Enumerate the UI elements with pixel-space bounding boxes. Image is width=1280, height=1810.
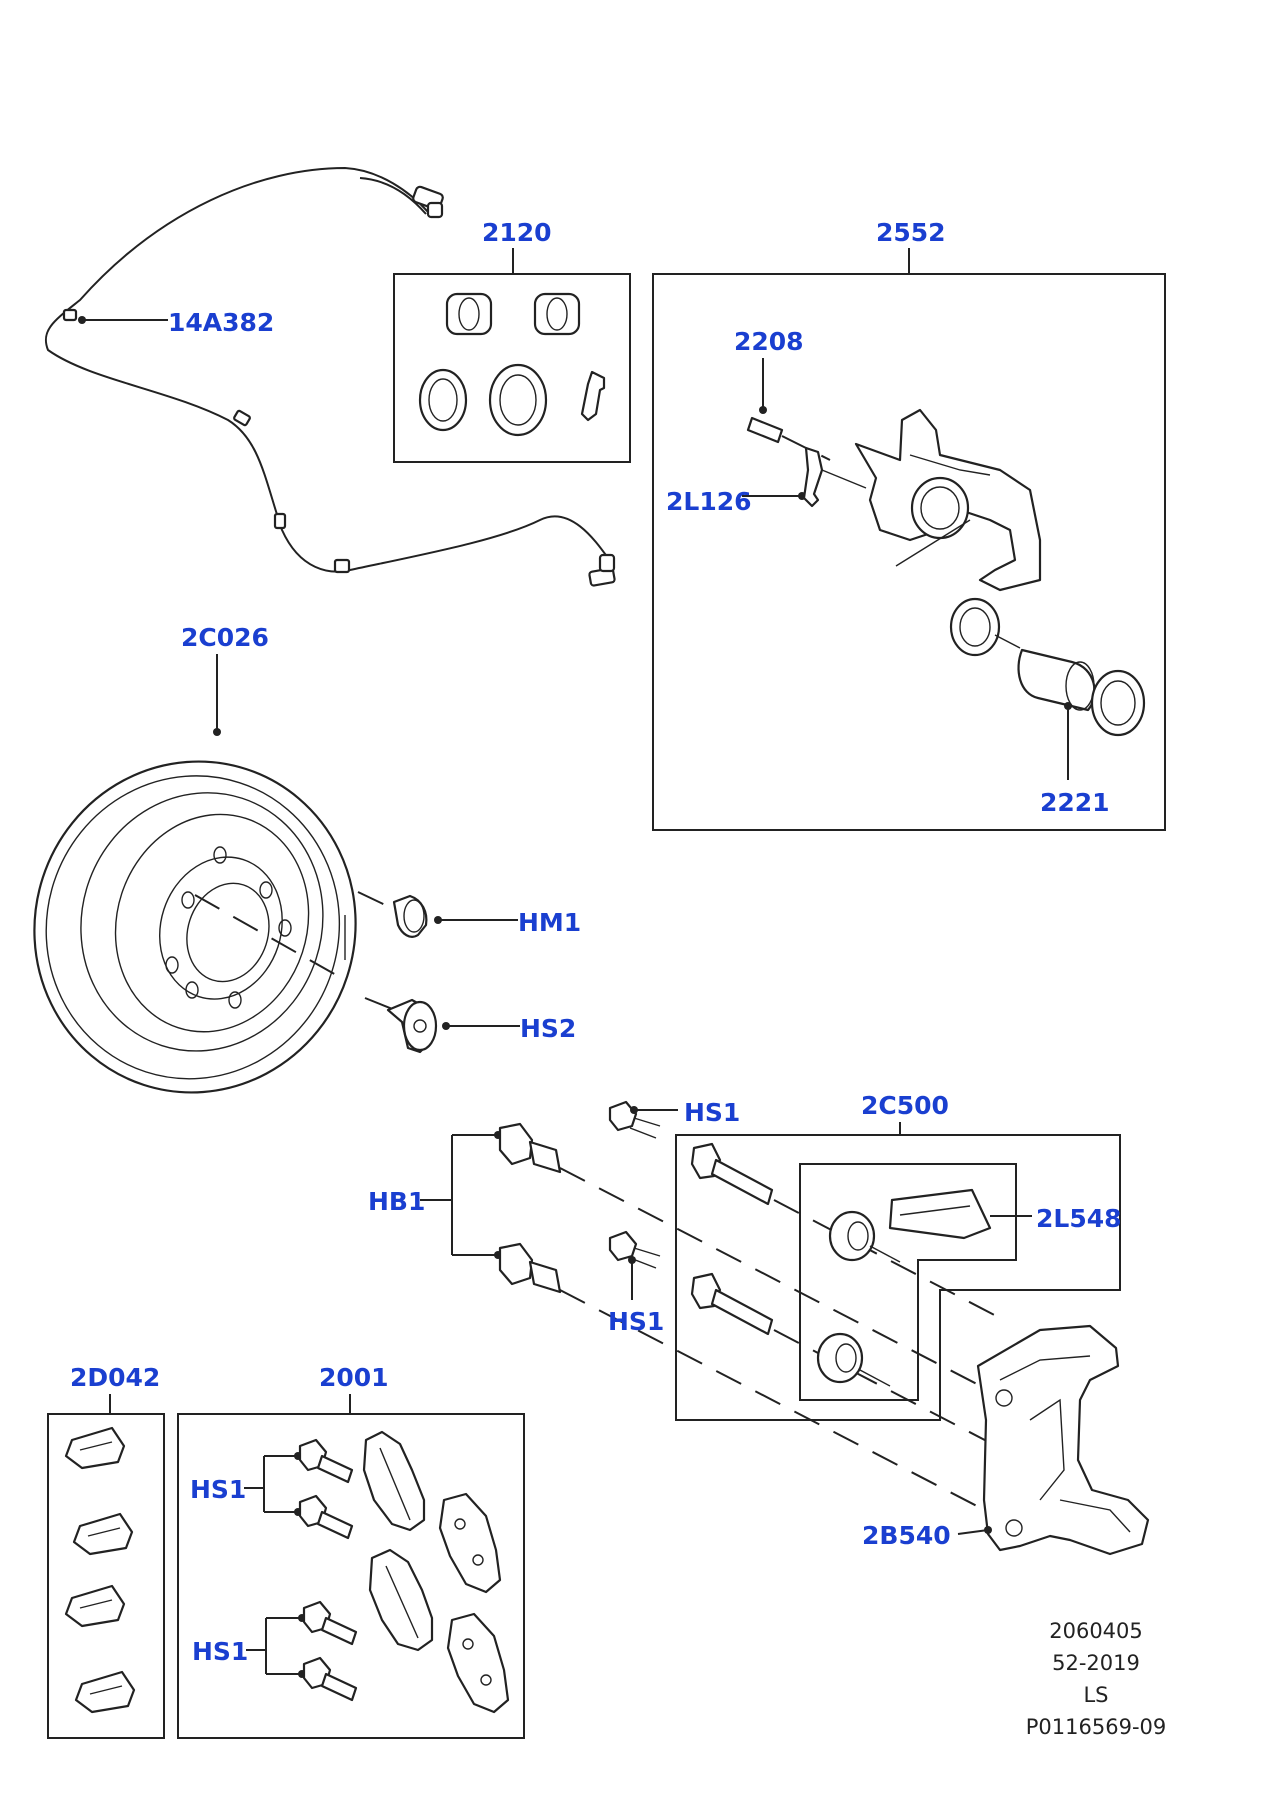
- reference-line-2: 52-2019: [1052, 1651, 1140, 1675]
- carrier-bolt-hs1-bottom: HS1: [608, 1230, 664, 1336]
- label-2C026[interactable]: 2C026: [181, 623, 269, 652]
- carrier-kit-box: [675, 1134, 1121, 1421]
- caliper-carrier-group: 2B540: [862, 1324, 1150, 1556]
- label-HS1-pads-upper[interactable]: HS1: [190, 1475, 246, 1504]
- label-HS1-top[interactable]: HS1: [684, 1098, 740, 1127]
- caliper-kit-group: 2552 2208 2L126 2221: [652, 218, 1166, 831]
- pad-kit-box: [177, 1413, 525, 1739]
- wear-sensor-part: [44, 166, 616, 587]
- label-HM1[interactable]: HM1: [518, 908, 581, 937]
- disc-fixing-group: HM1 HS2: [386, 894, 581, 1054]
- label-2221[interactable]: 2221: [1040, 788, 1110, 817]
- label-HB1[interactable]: HB1: [368, 1187, 425, 1216]
- brake-pad: [368, 1548, 434, 1652]
- label-2B540[interactable]: 2B540: [862, 1521, 951, 1550]
- pad-clips-group: 2D042: [47, 1363, 165, 1739]
- label-2D042[interactable]: 2D042: [70, 1363, 160, 1392]
- seal-kit-box: [393, 273, 631, 463]
- label-2120[interactable]: 2120: [482, 218, 552, 247]
- label-2L126[interactable]: 2L126: [666, 487, 752, 516]
- caliper-body: [854, 408, 1042, 592]
- label-2001[interactable]: 2001: [319, 1363, 389, 1392]
- brake-pad: [362, 1430, 426, 1532]
- caliper-carrier: [976, 1324, 1150, 1556]
- carrier-kit-group: 2C500 2L548: [675, 1091, 1122, 1449]
- pad-clip: [64, 1584, 126, 1628]
- carrier-bolts-group: HB1: [368, 1122, 1001, 1519]
- label-2C500[interactable]: 2C500: [861, 1091, 949, 1120]
- label-2552[interactable]: 2552: [876, 218, 946, 247]
- reference-line-4: P0116569-09: [1026, 1715, 1167, 1739]
- brake-disc-group: 2C026: [33, 623, 401, 1094]
- label-HS2[interactable]: HS2: [520, 1014, 576, 1043]
- label-HS1-bottom[interactable]: HS1: [608, 1307, 664, 1336]
- caliper-kit-box: [652, 273, 1166, 831]
- carrier-bolt-hs1-top: HS1: [608, 1098, 740, 1139]
- label-HS1-pads-lower[interactable]: HS1: [192, 1637, 248, 1666]
- label-2208[interactable]: 2208: [734, 327, 804, 356]
- reference-block: 2060405 52-2019 LS P0116569-09: [1026, 1619, 1167, 1739]
- reference-line-3: LS: [1083, 1683, 1108, 1707]
- seal-kit-group: 2120: [393, 218, 631, 463]
- label-14A382[interactable]: 14A382: [168, 308, 274, 337]
- pad-clips-box: [47, 1413, 165, 1739]
- reference-line-1: 2060405: [1049, 1619, 1143, 1643]
- brake-disc: [33, 760, 357, 1094]
- wear-sensor-callout: 14A382: [78, 308, 274, 337]
- brake-pad: [438, 1492, 502, 1594]
- pad-clip: [72, 1512, 134, 1556]
- pad-clip: [64, 1426, 126, 1470]
- seal-kit-bushes: [418, 292, 606, 437]
- grease-kit-box: [799, 1163, 1017, 1401]
- pad-clip: [74, 1670, 136, 1714]
- label-2L548[interactable]: 2L548: [1036, 1204, 1122, 1233]
- pad-kit-group: 2001 HS1 HS1: [177, 1363, 525, 1739]
- brake-pad: [446, 1612, 510, 1714]
